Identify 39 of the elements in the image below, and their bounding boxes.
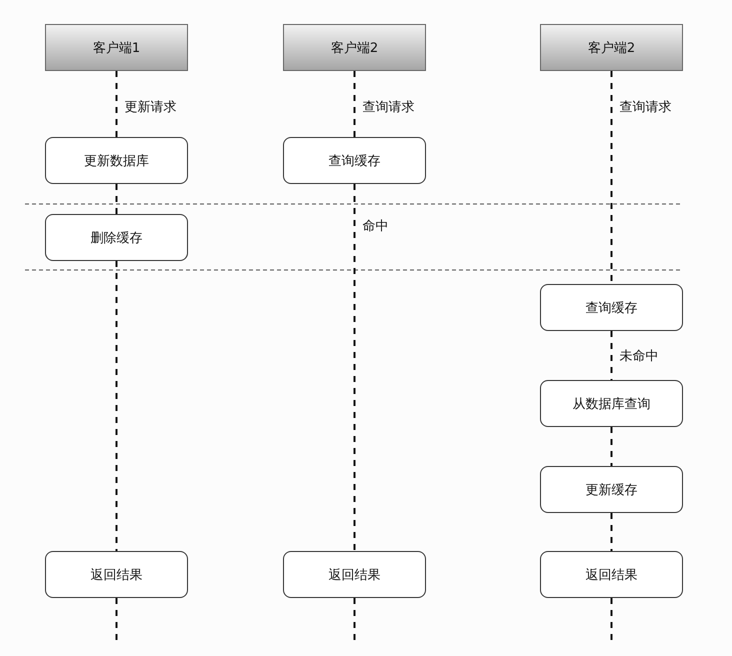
lifeline-connector	[610, 598, 612, 640]
lifeline-connector	[116, 71, 118, 137]
edge-label: 查询请求	[360, 98, 416, 116]
lifeline-connector	[116, 184, 118, 214]
node-text: 删除缓存	[90, 230, 142, 246]
node-text: 返回结果	[328, 566, 380, 584]
edge-label: 更新请求	[122, 98, 178, 116]
lifeline-connector	[354, 598, 356, 640]
client-header-box	[283, 24, 426, 71]
client-header-box	[45, 24, 188, 71]
client-header-box	[540, 24, 683, 71]
lifeline-connector	[354, 184, 356, 551]
process-box	[283, 137, 426, 184]
process-box	[283, 551, 426, 598]
process-box	[45, 214, 188, 261]
process-box	[45, 551, 188, 598]
lifeline-connector	[116, 261, 118, 551]
lifeline-connector	[610, 513, 612, 551]
process-box	[540, 284, 683, 331]
node-text: 返回结果	[90, 566, 142, 584]
lifeline-connector	[610, 71, 612, 284]
node-text: 客户端2	[588, 40, 636, 56]
edge-label: 查询请求	[618, 98, 674, 116]
node-text: 查询缓存	[586, 300, 638, 316]
node-text: 更新数据库	[84, 152, 149, 170]
process-box	[540, 380, 683, 427]
node-text: 更新缓存	[586, 482, 638, 498]
lifeline-connector	[354, 71, 356, 137]
node-text: 返回结果	[586, 566, 638, 584]
lifeline-connector	[610, 427, 612, 466]
node-text: 客户端1	[92, 40, 140, 56]
process-box	[45, 137, 188, 184]
node-text: 查询缓存	[328, 152, 380, 170]
lifeline-connector	[610, 331, 612, 380]
node-text: 客户端2	[330, 40, 378, 56]
lifeline-connector	[116, 598, 118, 640]
process-box	[540, 466, 683, 513]
node-text: 从数据库查询	[572, 396, 650, 412]
process-box	[540, 551, 683, 598]
